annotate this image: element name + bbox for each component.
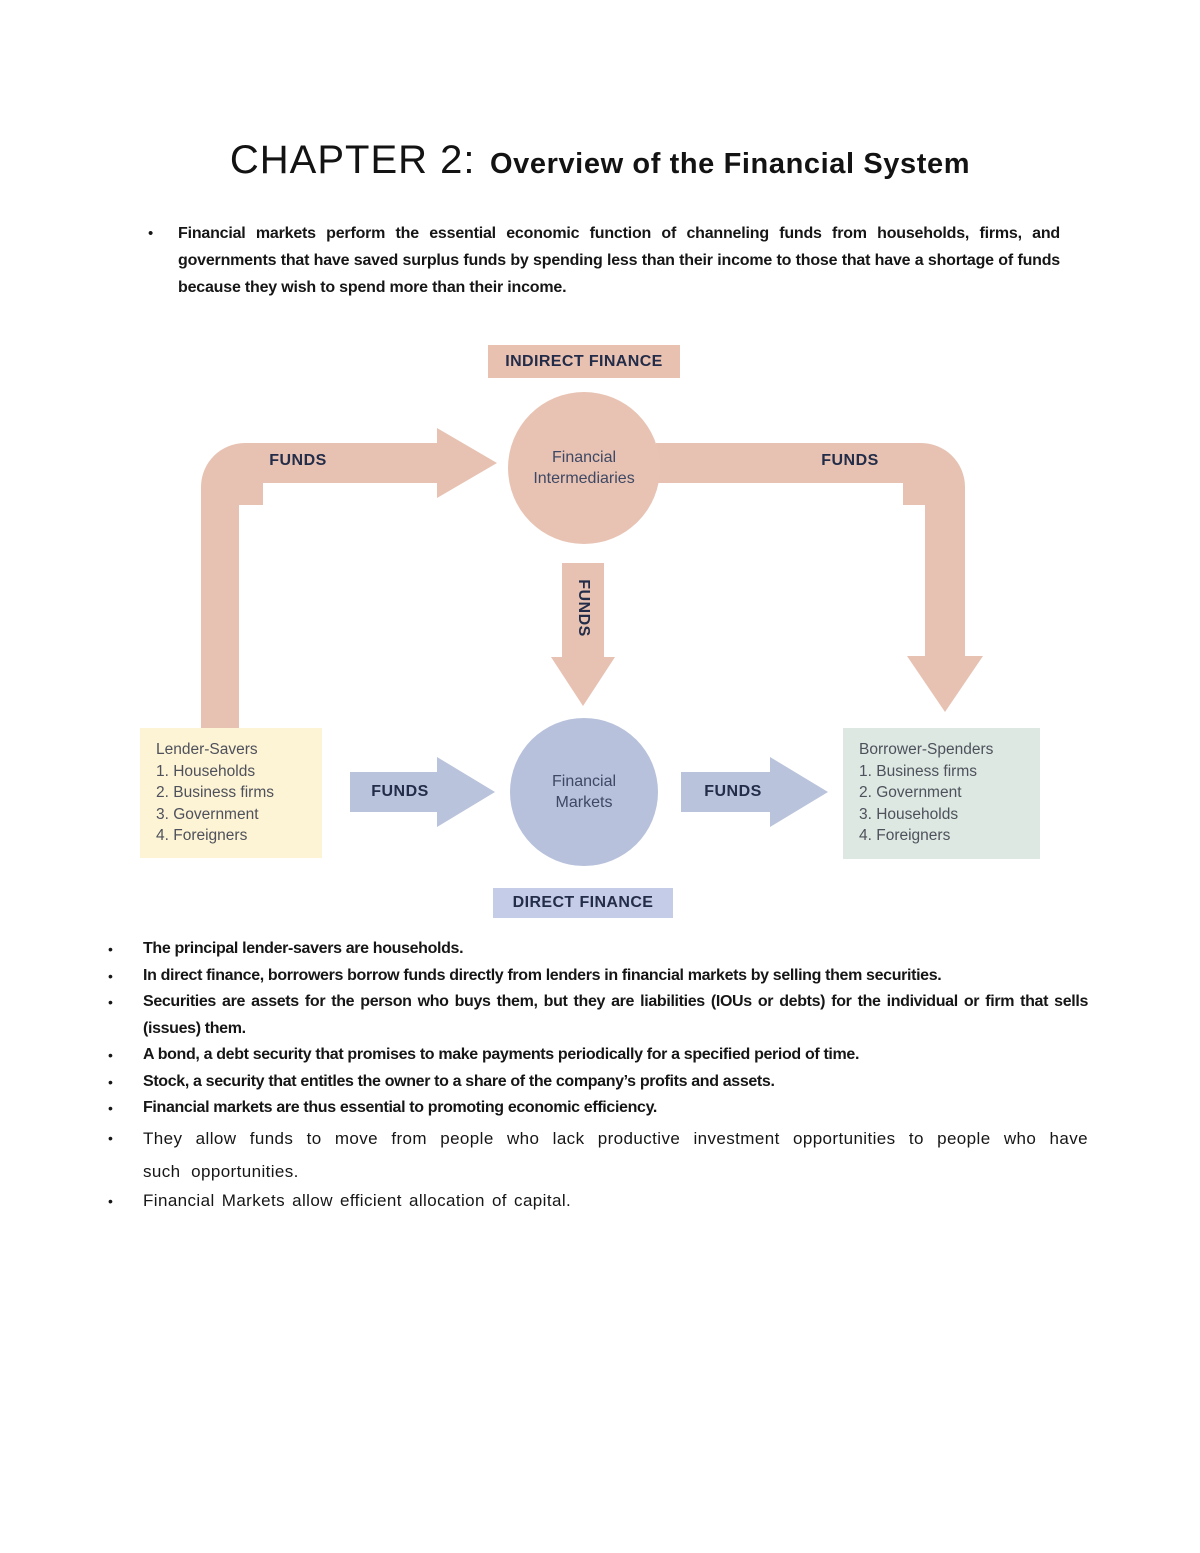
list-item-text: Stock, a security that entitles the owne…: [143, 1072, 775, 1090]
arrow-segment: [656, 443, 908, 483]
bullet-dot-icon: •: [148, 225, 154, 242]
arrow-segment: [925, 486, 965, 657]
bullet-dot-icon: •: [108, 1129, 113, 1146]
chapter-label: CHAPTER 2:: [229, 138, 476, 182]
financial-intermediaries-node: Financial Intermediaries: [508, 392, 660, 544]
box-item: 2. Business firms: [156, 784, 275, 801]
arrow-corner: [903, 443, 965, 505]
node-label: Financial Intermediaries: [533, 448, 635, 487]
bullet-dot-icon: •: [108, 967, 113, 984]
bullet-dot-icon: •: [108, 1192, 113, 1209]
arrow-segment: [562, 563, 604, 657]
arrowhead-right-icon: [437, 757, 495, 827]
box-item: 4. Foreigners: [156, 827, 248, 844]
list-item: • The principal lender-savers are househ…: [108, 936, 1088, 963]
box-title: Borrower-Spenders: [859, 741, 994, 758]
list-item: • Financial markets are thus essential t…: [108, 1095, 1088, 1122]
list-item: • Financial Markets allow efficient allo…: [108, 1188, 1088, 1215]
borrower-spenders-box: Borrower-Spenders 1. Business firms 2. G…: [843, 728, 1040, 859]
list-item: • They allow funds to move from people w…: [108, 1122, 1088, 1188]
indirect-finance-label: INDIRECT FINANCE: [488, 345, 680, 378]
list-item-text: A bond, a debt security that promises to…: [143, 1046, 860, 1063]
funds-label: FUNDS: [269, 452, 327, 469]
bullet-dot-icon: •: [108, 1073, 113, 1090]
arrow-corner: [201, 443, 263, 505]
list-item: • In direct finance, borrowers borrow fu…: [108, 963, 1088, 990]
arrow-segment: [248, 443, 437, 483]
box-item: 1. Households: [156, 762, 256, 780]
notes-bullet-list: • The principal lender-savers are househ…: [108, 936, 1088, 1214]
box-item: 2. Government: [859, 784, 962, 801]
financial-markets-node: Financial Markets: [510, 718, 658, 866]
bullet-dot-icon: •: [108, 941, 113, 957]
list-item-text: The principal lender-savers are househol…: [143, 940, 464, 957]
list-item-text: Financial markets are thus essential to …: [143, 1099, 658, 1116]
list-item-text: In direct finance, borrowers borrow fund…: [143, 966, 942, 984]
bullet-dot-icon: •: [108, 1047, 113, 1063]
box-item: 3. Households: [859, 805, 959, 823]
arrow-segment: [201, 486, 239, 729]
list-item: • Securities are assets for the person w…: [108, 989, 1088, 1042]
list-item: • Stock, a security that entitles the ow…: [108, 1069, 1088, 1096]
title-text: Overview of the Financial System: [489, 148, 971, 180]
intro-bullet-item: • Financial markets perform the essentia…: [148, 220, 1060, 301]
box-title: Lender-Savers: [156, 741, 258, 758]
box-item: 3. Government: [156, 805, 259, 823]
arrowhead-down-icon: [551, 657, 615, 706]
direct-finance-label: DIRECT FINANCE: [493, 888, 673, 918]
list-item: • A bond, a debt security that promises …: [108, 1042, 1088, 1069]
funds-label: FUNDS: [371, 783, 429, 800]
arrow-segment: [350, 772, 438, 812]
arrowhead-right-icon: [770, 757, 828, 827]
arrowhead-down-icon: [907, 656, 983, 712]
funds-label-vertical: FUNDS: [575, 579, 592, 637]
list-item-text: They allow funds to move from people who…: [143, 1128, 1088, 1181]
arrowhead-right-icon: [437, 428, 497, 498]
intro-text: Financial markets perform the essential …: [178, 225, 1060, 296]
bullet-dot-icon: •: [108, 994, 113, 1010]
funds-label: FUNDS: [704, 783, 762, 800]
list-item-text: Securities are assets for the person who…: [143, 993, 1088, 1037]
node-label: Financial Markets: [551, 772, 617, 811]
page-title: CHAPTER 2: Overview of the Financial Sys…: [0, 138, 1200, 183]
arrow-segment: [681, 772, 771, 812]
bullet-dot-icon: •: [108, 1100, 113, 1116]
box-item: 1. Business firms: [859, 762, 978, 780]
list-item-text: Financial Markets allow efficient alloca…: [143, 1190, 572, 1210]
lender-savers-box: Lender-Savers 1. Households 2. Business …: [140, 728, 322, 858]
box-item: 4. Foreigners: [859, 827, 951, 844]
funds-label: FUNDS: [821, 452, 879, 469]
